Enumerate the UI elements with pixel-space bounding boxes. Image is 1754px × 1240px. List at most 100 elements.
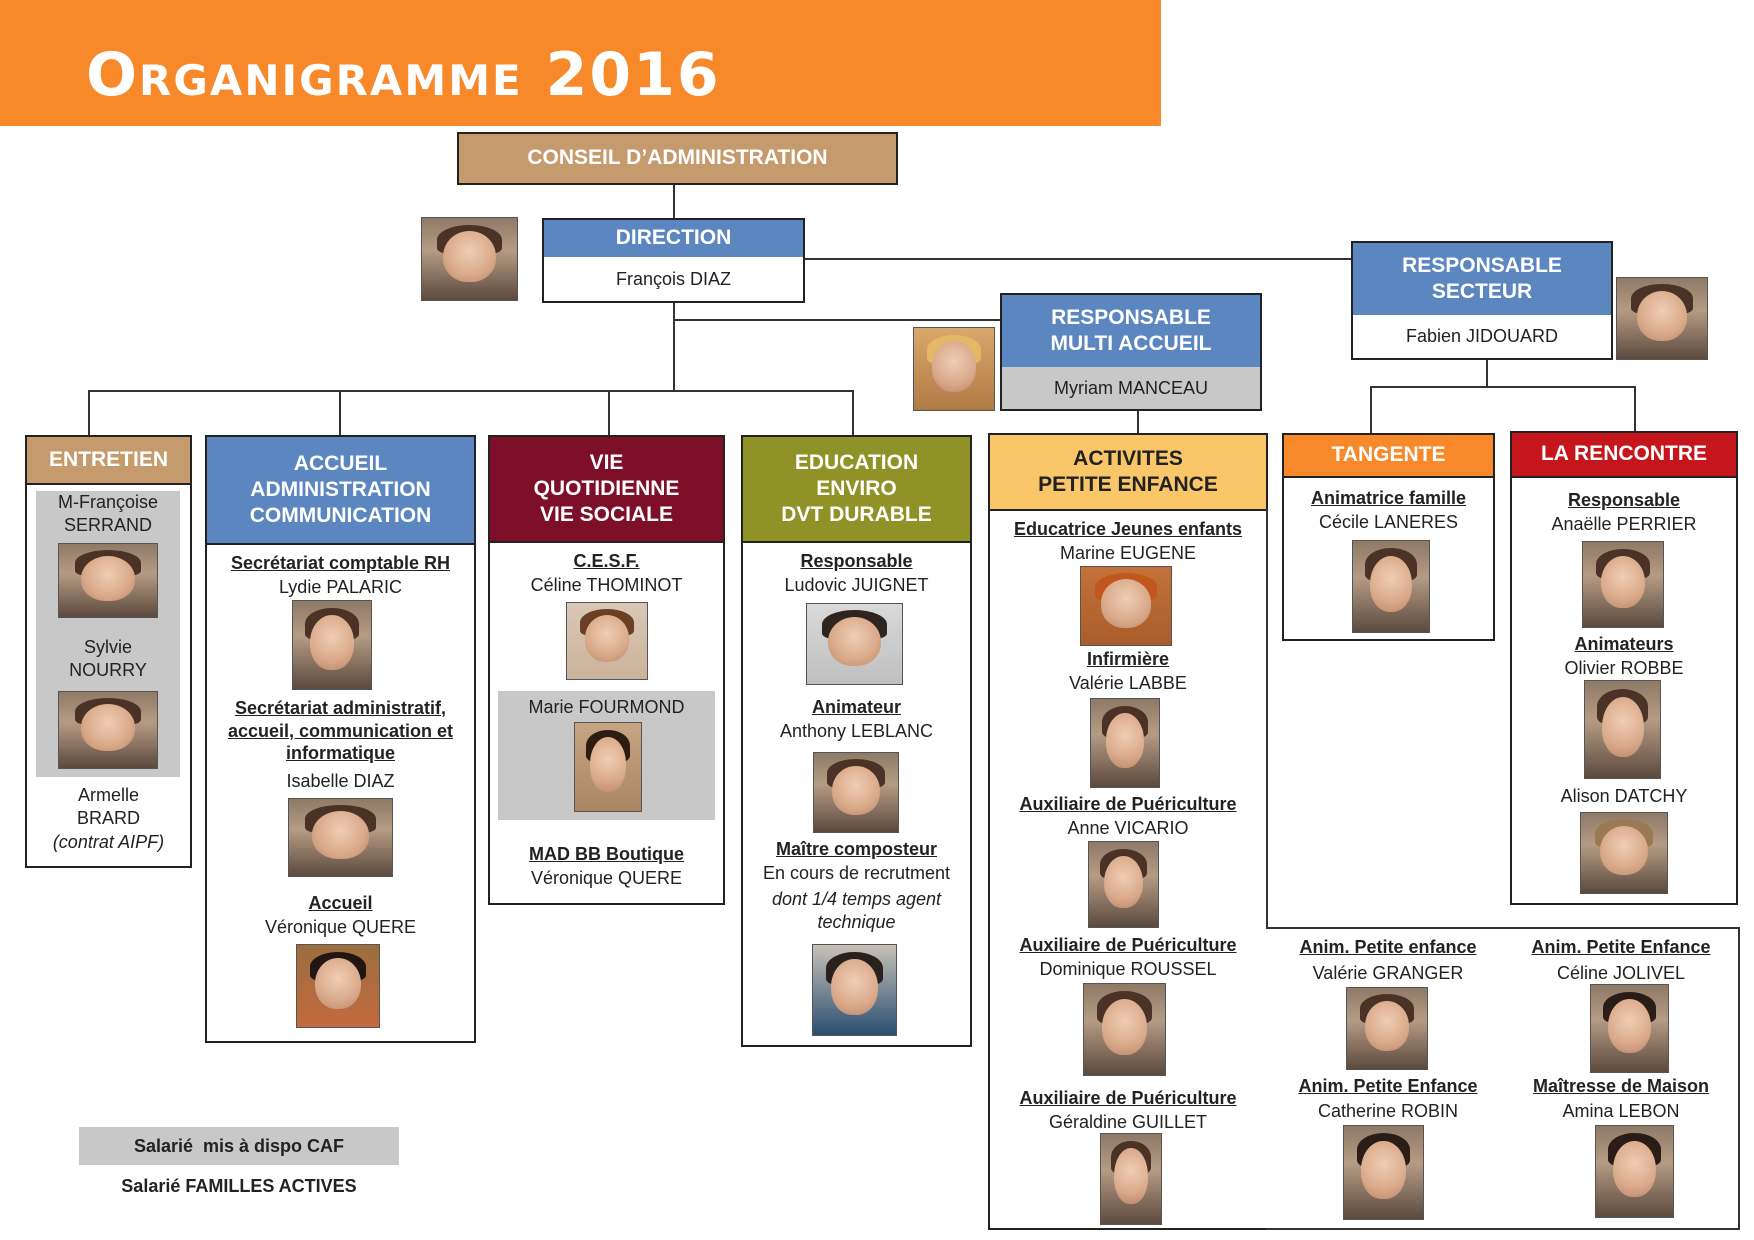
activites-photo-1 xyxy=(1080,566,1172,646)
entretien-person3: Armelle BRARD (contrat AIPF) xyxy=(30,784,187,854)
accueil-role2-line2: accueil, communication et xyxy=(227,720,454,741)
accueil-role2-line3: informatique xyxy=(285,743,395,763)
legend-caf-text: Salarié mis à dispo CAF xyxy=(133,1135,345,1156)
entretien-p3-line2: BRARD xyxy=(76,808,140,829)
accueil-name1: Lydie PALARIC xyxy=(278,577,403,597)
direction-name: François DIAZ xyxy=(615,268,732,289)
education-role2: Animateur xyxy=(811,697,901,717)
director-photo xyxy=(421,217,518,301)
connector xyxy=(1370,386,1372,433)
secteur-label-line1: RESPONSABLE xyxy=(1402,253,1562,277)
extra-name3: Catherine ROBIN xyxy=(1317,1101,1459,1121)
vie-name3: Véronique QUERE xyxy=(530,868,683,888)
education-role1: Responsable xyxy=(800,551,913,571)
activites-label-line2: PETITE ENFANCE xyxy=(1038,473,1218,496)
accueil-name3: Véronique QUERE xyxy=(264,917,417,937)
connector xyxy=(1370,386,1636,388)
direction-header: DIRECTION xyxy=(542,218,805,259)
activites-role2: Infirmière xyxy=(1086,649,1170,669)
connector xyxy=(88,390,854,392)
activites-name1: Marine EUGENE xyxy=(1059,543,1197,563)
activites-photo-2 xyxy=(1090,698,1160,788)
vie-label-line3: VIE SOCIALE xyxy=(539,503,674,527)
extra-role4: Maîtresse de Maison xyxy=(1532,1076,1710,1096)
direction-name-box: François DIAZ xyxy=(542,257,805,303)
entretien-p1-line2: SERRAND xyxy=(63,515,152,536)
section-divider xyxy=(1266,927,1740,929)
secteur-label-line2: SECTEUR xyxy=(1431,280,1533,303)
activites-role1: Educatrice Jeunes enfants xyxy=(1013,519,1243,539)
extra-name4: Amina LEBON xyxy=(1562,1101,1680,1121)
education-name2: Anthony LEBLANC xyxy=(779,721,934,741)
entretien-p2-line1: Sylvie xyxy=(83,637,132,657)
entretien-person2: Sylvie NOURRY xyxy=(36,636,180,683)
activites-photo-4 xyxy=(1083,983,1166,1076)
tangente-photo-1 xyxy=(1352,540,1430,633)
rencontre-photo-2 xyxy=(1584,680,1661,779)
multi-accueil-header: RESPONSABLE MULTI ACCUEIL xyxy=(1000,293,1262,369)
accueil-name2: Isabelle DIAZ xyxy=(286,771,395,791)
education-label-line2: ENVIRO xyxy=(816,476,897,500)
legend-caf: Salarié mis à dispo CAF xyxy=(79,1127,399,1165)
entretien-p3-line1: Armelle xyxy=(77,785,139,805)
vie-photo-2 xyxy=(574,722,642,812)
activites-header: ACTIVITES PETITE ENFANCE xyxy=(988,433,1268,511)
accueil-label-line1: ACCUEIL xyxy=(293,451,388,475)
connector xyxy=(608,390,610,435)
connector xyxy=(852,390,854,435)
vie-photo-1 xyxy=(566,602,648,680)
activites-role3: Auxiliaire de Puériculture xyxy=(1019,794,1237,814)
multi-label-line2: MULTI ACCUEIL xyxy=(1050,332,1212,355)
section-bottom-border xyxy=(1266,1228,1740,1230)
activites-role5: Auxiliaire de Puériculture xyxy=(1019,1088,1237,1108)
rencontre-photo-1 xyxy=(1582,541,1664,628)
secteur-name: Fabien JIDOUARD xyxy=(1405,326,1559,346)
connector xyxy=(88,390,90,435)
accueil-role1: Secrétariat comptable RH xyxy=(230,553,451,573)
rencontre-name1: Anaëlle PERRIER xyxy=(1551,514,1697,534)
rencontre-name2: Olivier ROBBE xyxy=(1564,658,1684,678)
entretien-person1: M-Françoise SERRAND xyxy=(36,491,180,538)
multi-name: Myriam MANCEAU xyxy=(1053,377,1208,398)
activites-box xyxy=(988,509,1270,1230)
activites-role4: Auxiliaire de Puériculture xyxy=(1019,935,1237,955)
extra-photo-2 xyxy=(1590,984,1669,1073)
vie-label-line1: VIE xyxy=(589,450,624,474)
rencontre-photo-3 xyxy=(1580,812,1668,894)
multi-label-line1: RESPONSABLE xyxy=(1051,305,1211,329)
rencontre-role2: Animateurs xyxy=(1574,634,1674,654)
entretien-p2-line2: NOURRY xyxy=(69,660,147,681)
conseil-label: CONSEIL D’ADMINISTRATION xyxy=(527,146,828,170)
extra-photo-3 xyxy=(1343,1125,1424,1220)
education-role3: Maître composteur xyxy=(775,839,938,859)
education-photo-2 xyxy=(813,752,899,833)
vie-role1: C.E.S.F. xyxy=(573,551,640,571)
section-right-border xyxy=(1738,927,1740,1230)
vie-name2: Marie FOURMOND xyxy=(528,697,685,717)
multi-accueil-name-box: Myriam MANCEAU xyxy=(1000,367,1262,411)
activites-name4: Dominique ROUSSEL xyxy=(1039,959,1217,979)
education-label-line1: EDUCATION xyxy=(794,450,919,474)
direction-label: DIRECTION xyxy=(615,226,732,250)
extra-role2: Anim. Petite Enfance xyxy=(1531,937,1711,957)
secteur-header: RESPONSABLE SECTEUR xyxy=(1351,241,1613,317)
education-name3: En cours de recrutment xyxy=(762,863,951,883)
entretien-header: ENTRETIEN xyxy=(25,435,192,485)
rencontre-role1: Responsable xyxy=(1567,490,1681,510)
extra-photo-4 xyxy=(1595,1125,1674,1218)
extra-name1: Valérie GRANGER xyxy=(1312,963,1464,983)
accueil-photo-2 xyxy=(288,798,393,877)
tangente-role1: Animatrice famille xyxy=(1310,488,1467,508)
activites-right-border xyxy=(1266,509,1268,929)
conseil-administration-box: CONSEIL D’ADMINISTRATION xyxy=(457,132,898,185)
entretien-label: ENTRETIEN xyxy=(48,447,168,471)
page-title: Organigramme 2016 xyxy=(86,40,721,110)
extra-name2: Céline JOLIVEL xyxy=(1556,963,1686,983)
activites-name5: Géraldine GUILLET xyxy=(1048,1112,1208,1132)
extra-role3: Anim. Petite Enfance xyxy=(1298,1076,1478,1096)
education-name1: Ludovic JUIGNET xyxy=(784,575,929,595)
title-banner xyxy=(0,0,1161,126)
extra-photo-1 xyxy=(1346,987,1428,1070)
accueil-photo-3 xyxy=(296,944,380,1028)
activites-name2: Valérie LABBE xyxy=(1069,673,1187,693)
